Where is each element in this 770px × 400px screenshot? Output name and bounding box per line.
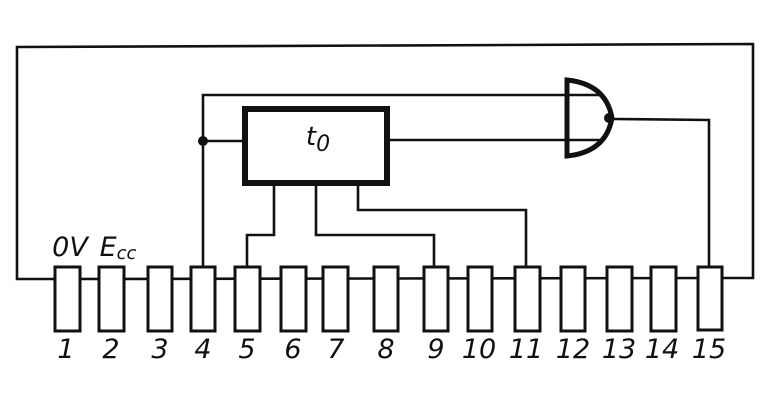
pin-number: 9 <box>427 334 445 365</box>
pin-number: 1 <box>57 334 75 365</box>
pin-10[interactable] <box>466 265 494 333</box>
timer-label: t0 <box>306 122 330 157</box>
timer-block <box>242 106 390 186</box>
label-ecc: Ecc <box>100 232 137 264</box>
pin-1[interactable] <box>53 265 82 333</box>
label-ecc-main: E <box>99 232 117 263</box>
timer-to-pin11-wire <box>356 183 528 269</box>
pin-12[interactable] <box>559 265 587 333</box>
pin-8[interactable] <box>372 265 400 333</box>
pin-14[interactable] <box>649 265 678 333</box>
pin-6[interactable] <box>279 265 308 333</box>
pin-number: 12 <box>555 334 591 365</box>
pin4-to-gate-wire <box>201 93 592 269</box>
timer-label-sub: 0 <box>316 132 331 157</box>
gate-output-dot <box>604 113 614 123</box>
timer-label-main: t <box>305 122 317 152</box>
label-0v: 0V <box>52 232 88 263</box>
pin-number: 10 <box>461 334 497 365</box>
label-ecc-sub: cc <box>116 243 137 264</box>
pin-row <box>53 265 724 333</box>
pin-number: 8 <box>377 334 395 365</box>
junction-dot <box>198 136 208 146</box>
timer-to-pin5-wire <box>245 183 276 269</box>
outer-frame-wire <box>15 42 755 281</box>
pin-number: 6 <box>284 334 302 365</box>
pin-number: 15 <box>691 334 727 365</box>
pin-2[interactable] <box>97 265 126 333</box>
pin-number: 4 <box>194 334 212 365</box>
pin-3[interactable] <box>146 265 174 333</box>
pin-15[interactable] <box>696 265 724 332</box>
pin-number: 7 <box>327 334 345 365</box>
timer-to-pin9-wire <box>314 183 436 269</box>
gate-to-pin15-wire <box>612 117 711 269</box>
pin-4[interactable] <box>189 265 217 333</box>
pin-number: 11 <box>508 334 544 365</box>
pin-5[interactable] <box>233 265 262 333</box>
pin-13[interactable] <box>605 265 634 333</box>
pin-number: 5 <box>238 334 256 365</box>
pin-number: 14 <box>644 334 680 365</box>
pin-11[interactable] <box>513 265 542 333</box>
pin-7[interactable] <box>321 265 350 333</box>
pin-9[interactable] <box>422 265 450 333</box>
pin-number: 13 <box>601 334 637 365</box>
pin-number: 2 <box>102 334 120 365</box>
pin-number: 3 <box>151 334 169 365</box>
